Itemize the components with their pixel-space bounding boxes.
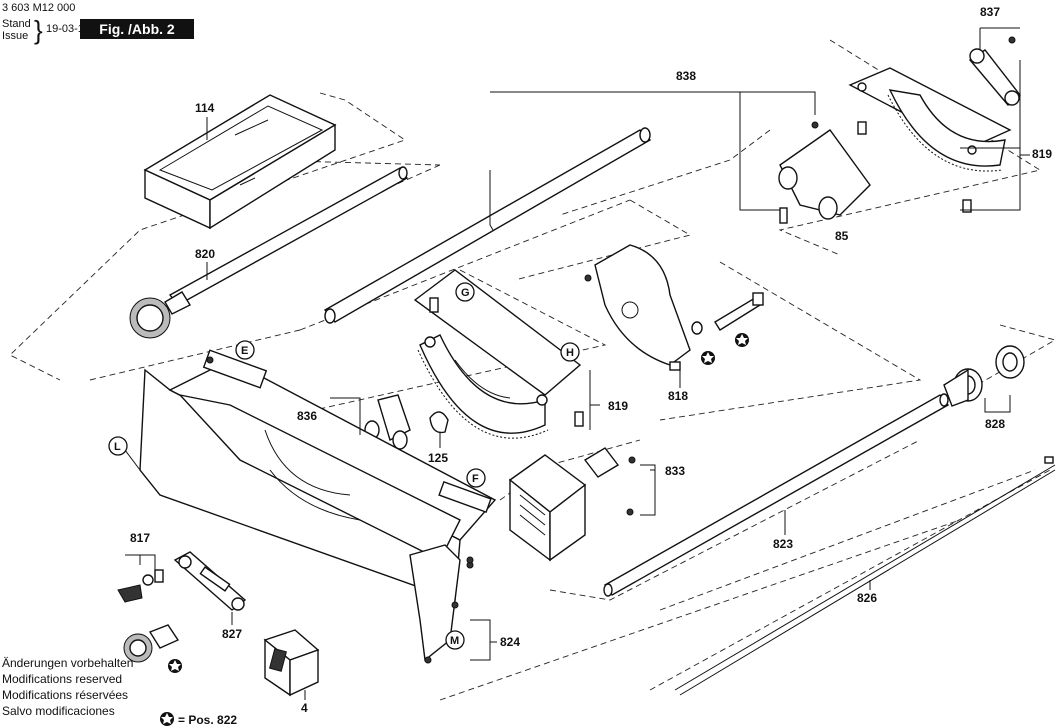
issue-date: 19-03-18 [46, 23, 91, 35]
marker-F: F [466, 468, 486, 488]
label-824: 824 [500, 635, 520, 649]
part-rod-820 [129, 166, 409, 339]
svg-text:L: L [114, 441, 121, 453]
label-833: 833 [665, 464, 685, 478]
figure-label: Fig. /Abb. 2 [80, 19, 194, 39]
part-rod-838 [323, 127, 652, 324]
label-819-top: 819 [1032, 147, 1052, 161]
label-838: 838 [676, 69, 696, 83]
svg-text:H: H [566, 347, 574, 359]
label-817: 817 [130, 531, 150, 545]
svg-text:F: F [472, 473, 479, 485]
label-836: 836 [297, 409, 317, 423]
part-lever-827 [173, 551, 247, 611]
marker-L: L [108, 436, 128, 456]
part-carriage-85 [778, 121, 871, 224]
part-base-housing [139, 349, 497, 662]
document-number: 3 603 M12 000 [2, 2, 76, 14]
part-bushings-828 [943, 345, 1025, 407]
star-icon [735, 333, 749, 347]
star-icon [160, 712, 174, 726]
marker-H: H [560, 342, 580, 362]
svg-text:G: G [461, 287, 470, 299]
part-bracket-819-top [848, 67, 1012, 213]
label-819-mid: 819 [608, 399, 628, 413]
part-knob-star [123, 624, 180, 663]
stand-label: Stand [2, 18, 31, 30]
dashed-guide-lines [9, 39, 1057, 701]
label-827: 827 [222, 627, 242, 641]
part-switchbox-833 [508, 447, 636, 562]
star-note: = Pos. 822 [178, 713, 238, 727]
label-820: 820 [195, 247, 215, 261]
part-bar-823 [603, 393, 950, 597]
footer-note-de: Änderungen vorbehalten [2, 656, 134, 670]
svg-text:E: E [241, 345, 248, 357]
part-clip-125 [429, 411, 449, 434]
part-bolt [714, 292, 764, 331]
label-4: 4 [301, 701, 308, 715]
label-837: 837 [980, 5, 1000, 19]
marker-G: G [455, 282, 475, 302]
label-818: 818 [668, 389, 688, 403]
part-link-837 [968, 36, 1021, 106]
footer-note-es: Salvo modificaciones [2, 704, 115, 718]
part-knob-817 [117, 569, 164, 603]
footer-note-fr: Modifications réservées [2, 688, 129, 702]
marker-E: E [235, 340, 255, 360]
part-bracket-819-mid [413, 269, 584, 439]
label-828: 828 [985, 417, 1005, 431]
svg-text:M: M [450, 635, 459, 647]
part-plate-818 [584, 244, 703, 371]
marker-M: M [445, 630, 465, 650]
part-labels: 114 820 838 837 819 85 819 836 125 818 8… [130, 5, 1052, 715]
leader-lines [124, 27, 1030, 700]
part-side-screws-824 [424, 556, 474, 664]
label-85: 85 [835, 229, 849, 243]
star-icon [701, 351, 715, 365]
part-link-836 [334, 394, 411, 450]
part-switch-4 [263, 629, 320, 697]
part-cable-826 [674, 456, 1056, 696]
brace-glyph: } [34, 15, 43, 45]
label-125: 125 [428, 451, 448, 465]
footer-note-en: Modifications reserved [2, 672, 123, 686]
label-114: 114 [195, 101, 215, 115]
part-tray-114 [143, 94, 337, 230]
label-826: 826 [857, 591, 877, 605]
label-823: 823 [773, 537, 793, 551]
star-icon [168, 659, 182, 673]
issue-label: Issue [2, 30, 29, 42]
